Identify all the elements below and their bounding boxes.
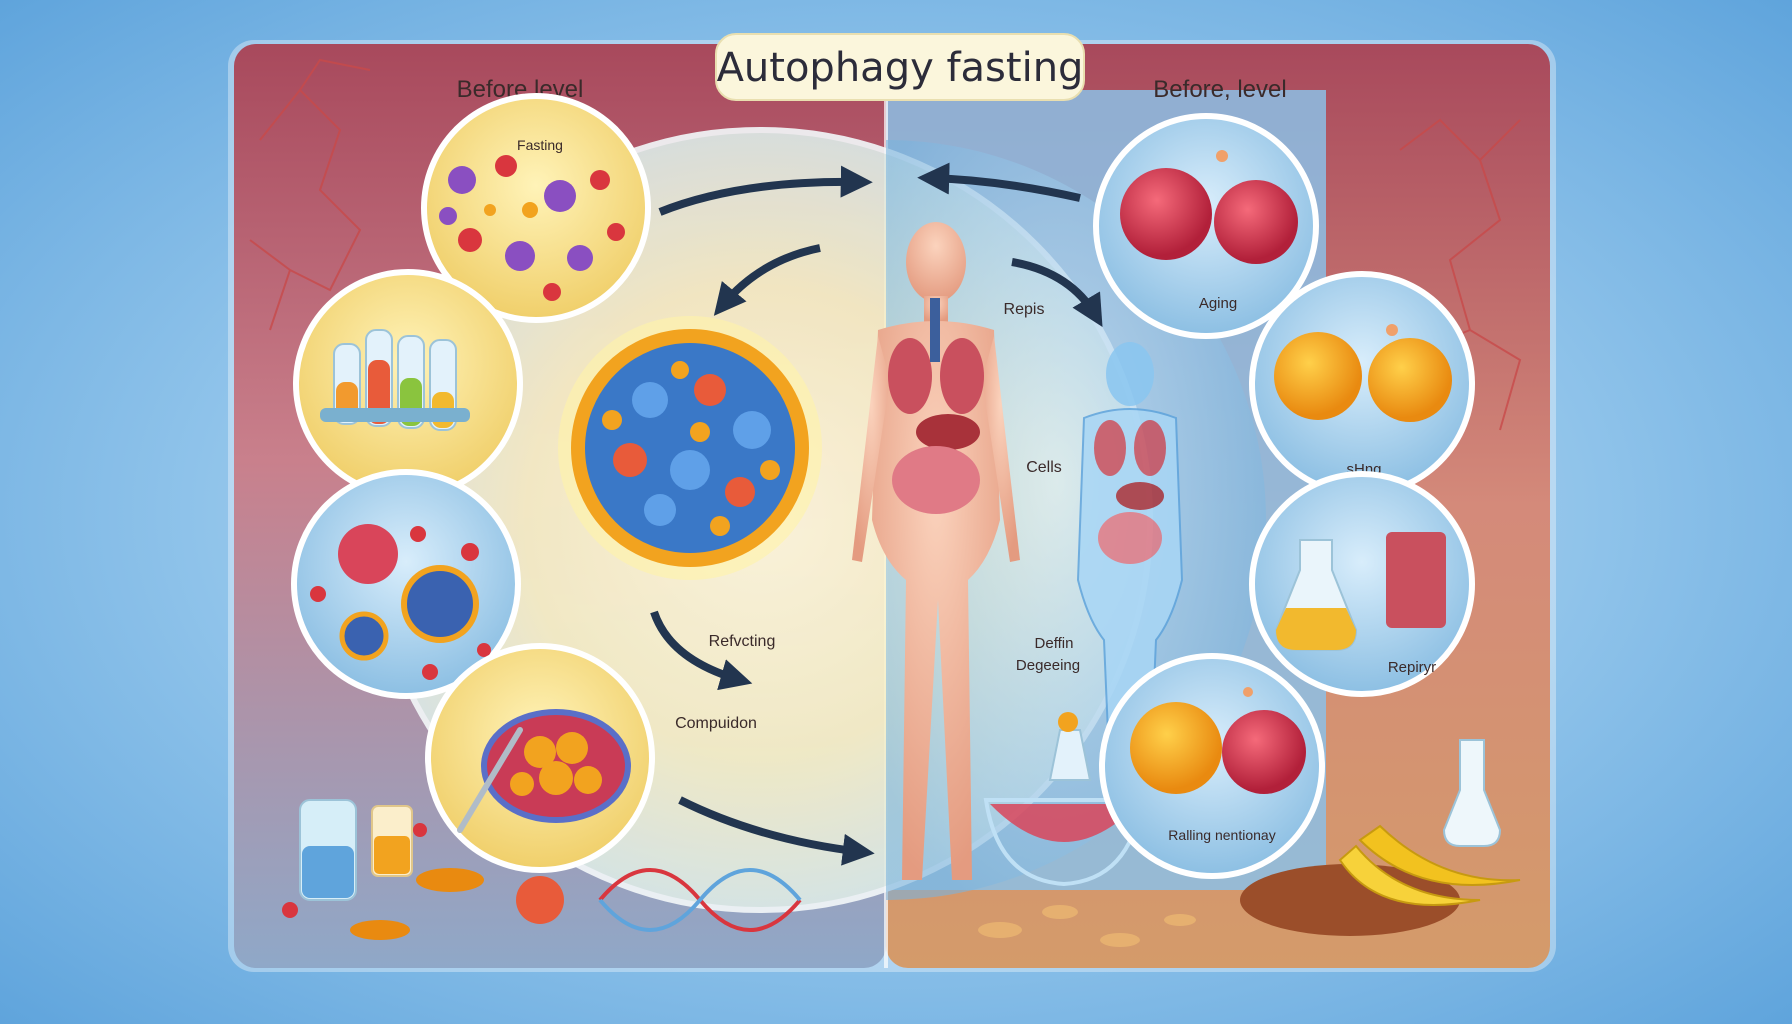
circle-food <box>425 643 655 873</box>
flask-icon <box>1274 539 1358 651</box>
circle-shing: sHng <box>1249 271 1475 497</box>
label-cells: Cells <box>1026 459 1062 476</box>
translucent-body-icon <box>1076 342 1184 781</box>
label-deffin: Deffin <box>1035 635 1074 652</box>
circle-fasting: Fasting <box>421 93 651 323</box>
circle-cells-breakdown <box>291 469 521 699</box>
label-compuction: Compuidon <box>675 715 757 732</box>
circle-aging: Aging <box>1093 113 1319 339</box>
molecule-network-left <box>249 58 371 331</box>
dna-icon <box>598 868 802 932</box>
title-pill: Autophagy fasting <box>715 33 1085 101</box>
label-ralling: Ralling nentionay <box>1168 827 1275 843</box>
label-repiryr: Repiryr <box>1388 659 1436 676</box>
circle-test-tubes <box>293 269 523 499</box>
label-refueling: Refvcting <box>709 633 776 650</box>
test-tube-icon <box>320 329 470 431</box>
central-cell <box>558 316 822 580</box>
bowl-icon <box>983 712 1145 887</box>
body-figure-icon <box>852 222 1020 880</box>
page-title: Autophagy fasting <box>717 45 1084 91</box>
banana-icon <box>1338 824 1521 906</box>
arrow-icon <box>650 162 1103 866</box>
circle-ralling: Ralling nentionay <box>1099 653 1325 879</box>
label-aging: Aging <box>1199 295 1237 312</box>
circle-repiryr: Repiryr <box>1249 471 1475 697</box>
label-fasting: Fasting <box>517 137 563 153</box>
tissue-icon <box>1386 532 1446 628</box>
label-repis: Repis <box>1004 301 1045 318</box>
ground-right <box>978 739 1521 947</box>
label-degeeing: Degeeing <box>1016 657 1080 674</box>
ground-left <box>282 799 564 940</box>
fork-icon <box>457 727 523 833</box>
right-header: Before, level <box>1153 76 1286 103</box>
